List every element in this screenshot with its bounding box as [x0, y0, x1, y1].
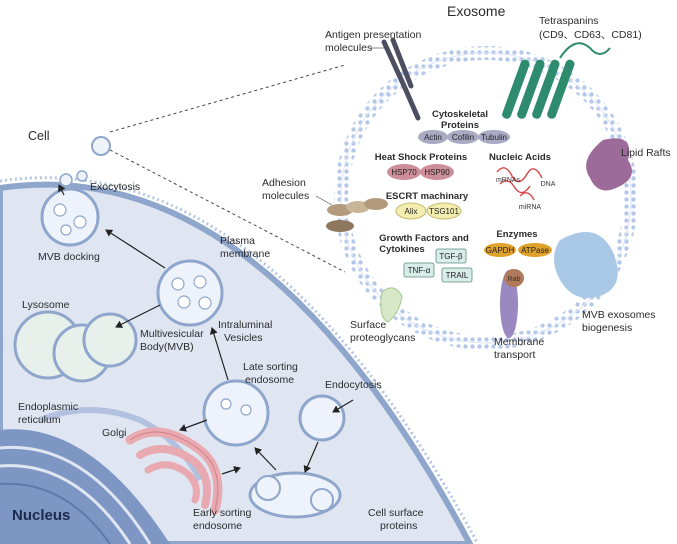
heat-shock-label: Heat Shock Proteins [375, 152, 467, 163]
endocytosis-label: Endocytosis [325, 379, 382, 391]
cytoskeletal-label-2: Proteins [441, 120, 479, 131]
mrnas-label: mRNAs [496, 177, 521, 184]
growth-item-1: TNF-α [408, 266, 431, 275]
nucleus [0, 429, 170, 544]
arrow-late-to-golgi [179, 419, 208, 432]
escrt-item-1: TSG101 [429, 207, 459, 216]
exosome-title: Exosome [447, 3, 506, 19]
leader-adhesion [315, 195, 333, 206]
cell-surface-label-1: Cell surface [368, 507, 424, 519]
early-sorting-label-1: Early sorting [193, 507, 252, 519]
cell-body [0, 181, 474, 544]
mirna-label: miRNA [519, 204, 541, 211]
membrane-transport-label-1: Membrane [494, 336, 544, 348]
mvb-docking-label: MVB docking [38, 251, 100, 263]
intraluminal-label-2: Vesicles [224, 332, 263, 344]
growth-label-2: Cytokines [379, 244, 424, 255]
plasma-membrane-label-1: Plasma [220, 235, 255, 247]
arrow-endocytosis-to-early [303, 441, 319, 473]
enzyme-item-1: ATPase [521, 246, 549, 255]
nucleic-acids-label: Nucleic Acids [489, 152, 551, 163]
membrane-transport-label-2: transport [494, 349, 536, 361]
mvb-biogenesis-label-2: biogenesis [582, 322, 632, 334]
endocytosis-vesicle [298, 394, 346, 442]
dna-label: DNA [541, 181, 556, 188]
mvb-biogenesis-blob [554, 232, 618, 298]
lipid-rafts-label: Lipid Rafts [621, 147, 671, 159]
adhesion-molecule [326, 198, 388, 232]
cytoskeletal-pills: Actin Cofilin Tubulin [418, 130, 510, 144]
heat-shock-item-0: HSP70 [391, 168, 417, 177]
growth-label-1: Growth Factors and [379, 233, 469, 244]
heat-shock-pills: HSP70 HSP90 [387, 164, 454, 180]
arrow-docking-to-exocytosis [58, 184, 66, 196]
membrane-transport-protein [500, 270, 518, 338]
tetraspanins-label-2: (CD9、CD63、CD81) [539, 29, 642, 41]
er-label-1: Endoplasmic [18, 401, 78, 413]
arrow-early-to-late [254, 447, 277, 471]
mvb-body [156, 259, 224, 327]
er-label-2: reticulum [18, 414, 61, 426]
mvb-biogenesis-label-1: MVB exosomes [582, 309, 656, 321]
arrow-late-to-mvb [209, 327, 229, 381]
mvb-label-1: Multivesicular [140, 328, 204, 340]
arrow-mvb-to-lysosome [115, 304, 161, 328]
nucleic-acid-strands [496, 167, 543, 201]
rab-label: Rab [508, 276, 521, 283]
exocytosis-label: Exocytosis [90, 181, 140, 193]
mvb-label-2: Body(MVB) [140, 341, 194, 353]
nucleus-label: Nucleus [12, 507, 70, 524]
zoom-line-top [109, 64, 346, 133]
escrt-pills: Alix TSG101 [395, 202, 462, 220]
cytoskeletal-item-2: Tubulin [481, 133, 507, 142]
mvb-docking-body [40, 187, 100, 247]
intraluminal-label-1: Intraluminal [218, 319, 272, 331]
late-sorting-label-1: Late sorting [243, 361, 298, 373]
growth-item-0: TGF-β [439, 252, 463, 261]
enzyme-item-0: GAPDH [486, 246, 515, 255]
tetraspanins-label-1: Tetraspanins [539, 15, 599, 27]
cell [0, 64, 480, 544]
golgi [125, 427, 223, 515]
antigen-presentation-molecule [381, 37, 421, 121]
exosome: Rab Actin Cofilin Tubulin HS [315, 37, 638, 350]
growth-item-2: TRAIL [446, 271, 469, 280]
antigen-label-1: Antigen presentation [325, 29, 421, 41]
escrt-label: ESCRT machinary [386, 191, 469, 202]
late-sorting-endosome-body [202, 379, 270, 447]
antigen-label-2: molecules [325, 42, 372, 54]
cytoskeletal-label-1: Cytoskeletal [432, 109, 488, 120]
tetraspanin-protein [502, 42, 611, 119]
cell-surface-label-2: proteins [380, 520, 417, 532]
golgi-label: Golgi [102, 427, 127, 439]
arrow-golgi-to-early [221, 466, 241, 475]
cytoskeletal-item-1: Cofilin [452, 133, 474, 142]
enzyme-pills: GAPDH ATPase [484, 243, 552, 257]
adhesion-label-2: molecules [262, 190, 309, 202]
adhesion-label-1: Adhesion [262, 177, 306, 189]
growth-factor-boxes: TGF-β TNF-α TRAIL [403, 248, 473, 283]
heat-shock-item-1: HSP90 [424, 168, 450, 177]
early-sorting-endosome-body [248, 471, 342, 519]
cell-label: Cell [28, 129, 50, 143]
exocytosis-vesicle [59, 136, 111, 187]
surface-proteoglycan [380, 287, 403, 323]
rab-protein [504, 269, 524, 287]
cytoskeletal-item-0: Actin [424, 133, 442, 142]
escrt-item-0: Alix [405, 207, 418, 216]
late-sorting-label-2: endosome [245, 374, 294, 386]
zoom-line-bottom [109, 149, 346, 273]
lipid-raft [586, 138, 632, 191]
arrow-mvb-to-docking [105, 229, 166, 269]
surface-proteoglycans-label-2: proteoglycans [350, 332, 415, 344]
surface-proteoglycans-label-1: Surface [350, 319, 386, 331]
early-sorting-label-2: endosome [193, 520, 242, 532]
plasma-membrane-label-2: membrane [220, 248, 270, 260]
enzymes-label: Enzymes [496, 229, 537, 240]
arrow-into-endocytosis [332, 399, 354, 413]
lysosome-label: Lysosome [22, 299, 70, 311]
